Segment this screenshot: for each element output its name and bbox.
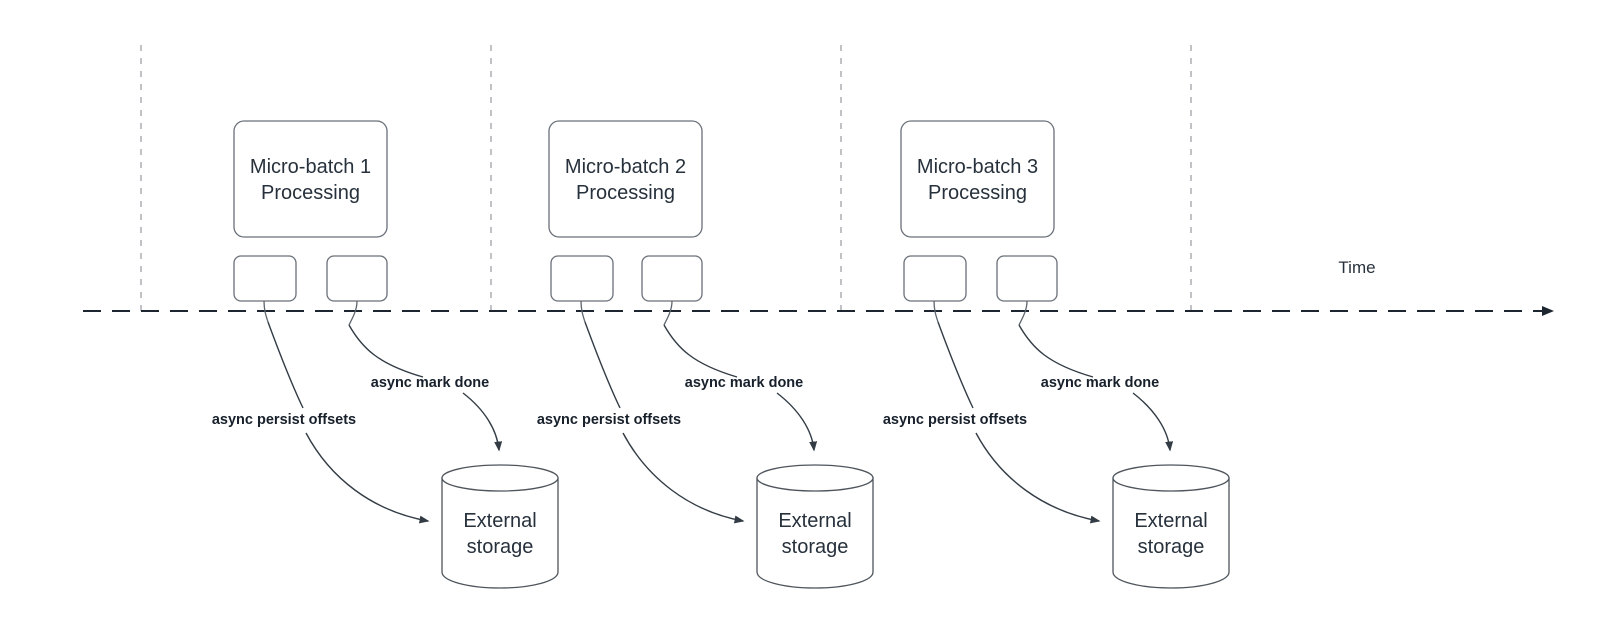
task-box-3b-stem	[1018, 300, 1028, 326]
async-persist-offsets-label-3: async persist offsets	[883, 412, 1027, 428]
task-box-1a-stem	[263, 300, 269, 323]
external-storage-3-label-line1: External	[1134, 510, 1207, 532]
async-persist-offsets-curve-2a	[584, 321, 621, 409]
timeline-axis-label: Time	[1338, 258, 1375, 277]
external-storage-3[interactable]: External storage	[1112, 464, 1230, 589]
task-box-1b-stem	[348, 300, 358, 326]
async-persist-offsets-curve-1b	[305, 432, 430, 524]
task-box-1b[interactable]	[326, 255, 388, 302]
task-box-2b[interactable]	[641, 255, 703, 302]
async-mark-done-curve-2a	[663, 324, 738, 378]
micro-batch-3-label-line2: Processing	[928, 182, 1027, 204]
external-storage-2-label-line2: storage	[782, 536, 849, 558]
external-storage-1-body	[441, 477, 559, 589]
async-mark-done-curve-1b	[462, 392, 503, 452]
async-mark-done-curve-3a	[1018, 324, 1094, 378]
async-mark-done-curve-3b	[1132, 392, 1174, 452]
async-persist-offsets-label-2: async persist offsets	[537, 412, 681, 428]
micro-batch-2-box[interactable]	[548, 120, 703, 238]
async-persist-offsets-curve-2b	[622, 432, 745, 524]
external-storage-2-body	[756, 477, 874, 589]
async-persist-offsets-curve-3b	[975, 432, 1101, 524]
external-storage-1-label-line1: External	[463, 510, 536, 532]
task-box-3a-stem	[933, 300, 939, 323]
micro-batch-2-label-line2: Processing	[576, 182, 675, 204]
task-box-2a[interactable]	[550, 255, 614, 302]
micro-batch-group-1: Micro-batch 1 Processing async persist o…	[212, 120, 559, 589]
external-storage-2[interactable]: External storage	[756, 464, 874, 589]
async-mark-done-label-3: async mark done	[1041, 375, 1159, 391]
external-storage-3-top	[1112, 464, 1230, 492]
external-storage-3-label-line2: storage	[1138, 536, 1205, 558]
async-mark-done-label-2: async mark done	[685, 375, 803, 391]
micro-batch-1-label-line2: Processing	[261, 182, 360, 204]
task-box-3a[interactable]	[903, 255, 967, 302]
external-storage-1-top	[441, 464, 559, 492]
task-box-1a[interactable]	[233, 255, 297, 302]
external-storage-3-body	[1112, 477, 1230, 589]
external-storage-2-label-line1: External	[778, 510, 851, 532]
micro-batch-group-3: Micro-batch 3 Processing async persist o…	[883, 120, 1230, 589]
task-box-3b[interactable]	[996, 255, 1058, 302]
async-persist-offsets-curve-1a	[267, 321, 304, 409]
micro-batch-1-box[interactable]	[233, 120, 388, 238]
micro-batch-2-label-line1: Micro-batch 2	[565, 156, 686, 178]
async-mark-done-curve-2b	[776, 392, 818, 452]
task-box-2b-stem	[663, 300, 673, 326]
micro-batch-3-box[interactable]	[900, 120, 1055, 238]
async-mark-done-curve-1a	[348, 324, 424, 378]
micro-batch-1-label-line1: Micro-batch 1	[250, 156, 371, 178]
async-persist-offsets-curve-3a	[937, 321, 974, 409]
external-storage-1-label-line2: storage	[467, 536, 534, 558]
async-mark-done-label-1: async mark done	[371, 375, 489, 391]
task-box-2a-stem	[580, 300, 586, 323]
external-storage-2-top	[756, 464, 874, 492]
micro-batch-3-label-line1: Micro-batch 3	[917, 156, 1038, 178]
timeline-axis: Time	[83, 258, 1554, 316]
micro-batch-group-2: Micro-batch 2 Processing async persist o…	[537, 120, 874, 589]
external-storage-1[interactable]: External storage	[441, 464, 559, 589]
async-persist-offsets-label-1: async persist offsets	[212, 412, 356, 428]
